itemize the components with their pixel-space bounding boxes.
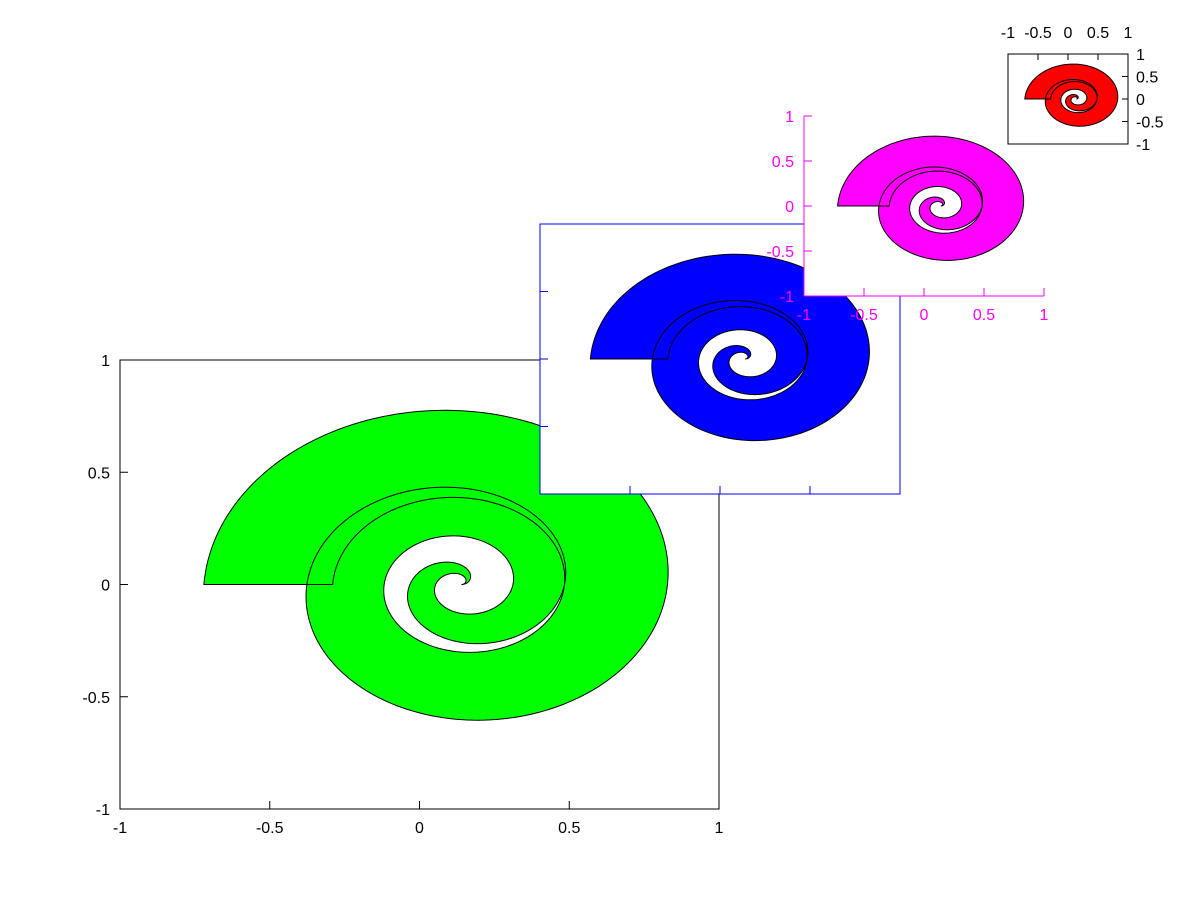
y-tick-label: -0.5 xyxy=(82,690,110,707)
y-tick-label: 0 xyxy=(101,578,110,595)
spiral-series-0 xyxy=(1024,63,1119,127)
x-tick-label: -1 xyxy=(797,307,811,324)
y-tick-label: 0 xyxy=(1136,92,1145,109)
x-tick-label: -0.5 xyxy=(256,820,284,837)
spiral-series-0 xyxy=(589,253,870,442)
y-tick-label: 0.5 xyxy=(772,154,794,171)
chart-red: -1 -0.5 0 0.5 1 -1 -0.5 0 0.5 1 xyxy=(1001,25,1164,154)
y-tick-label: -0.5 xyxy=(1136,115,1164,132)
y-tick-label: 1 xyxy=(101,353,110,370)
x-tick-label: -1 xyxy=(113,820,127,837)
x-tick-label: 1 xyxy=(1124,25,1133,42)
x-tick-label: 0 xyxy=(415,820,424,837)
x-tick-label: 1 xyxy=(1040,307,1049,324)
x-tick-label: 0.5 xyxy=(558,820,580,837)
x-tick-label: 0.5 xyxy=(973,307,995,324)
y-tick-label: 1 xyxy=(785,109,794,126)
chart-magenta: -1 -0.5 0 0.5 1 -1 -0.5 0 0.5 1 xyxy=(766,109,1048,324)
x-tick-label: 0 xyxy=(1064,25,1073,42)
x-tick-label: 0 xyxy=(920,307,929,324)
x-tick-label: -0.5 xyxy=(1024,25,1052,42)
y-tick-label: 0.5 xyxy=(1136,70,1158,87)
y-tick-label: -1 xyxy=(1136,137,1150,154)
x-tick-label: 1 xyxy=(715,820,724,837)
x-tick-label: -1 xyxy=(1001,25,1015,42)
x-tick-label: 0.5 xyxy=(1087,25,1109,42)
y-tick-label: 1 xyxy=(1136,47,1145,64)
x-tick-label: -0.5 xyxy=(850,307,878,324)
y-tick-label: -1 xyxy=(780,289,794,306)
y-tick-label: -0.5 xyxy=(766,244,794,261)
spiral-series-0 xyxy=(837,135,1025,261)
y-tick-label: 0 xyxy=(785,199,794,216)
y-tick-label: -1 xyxy=(96,802,110,819)
y-tick-label: 0.5 xyxy=(88,465,110,482)
